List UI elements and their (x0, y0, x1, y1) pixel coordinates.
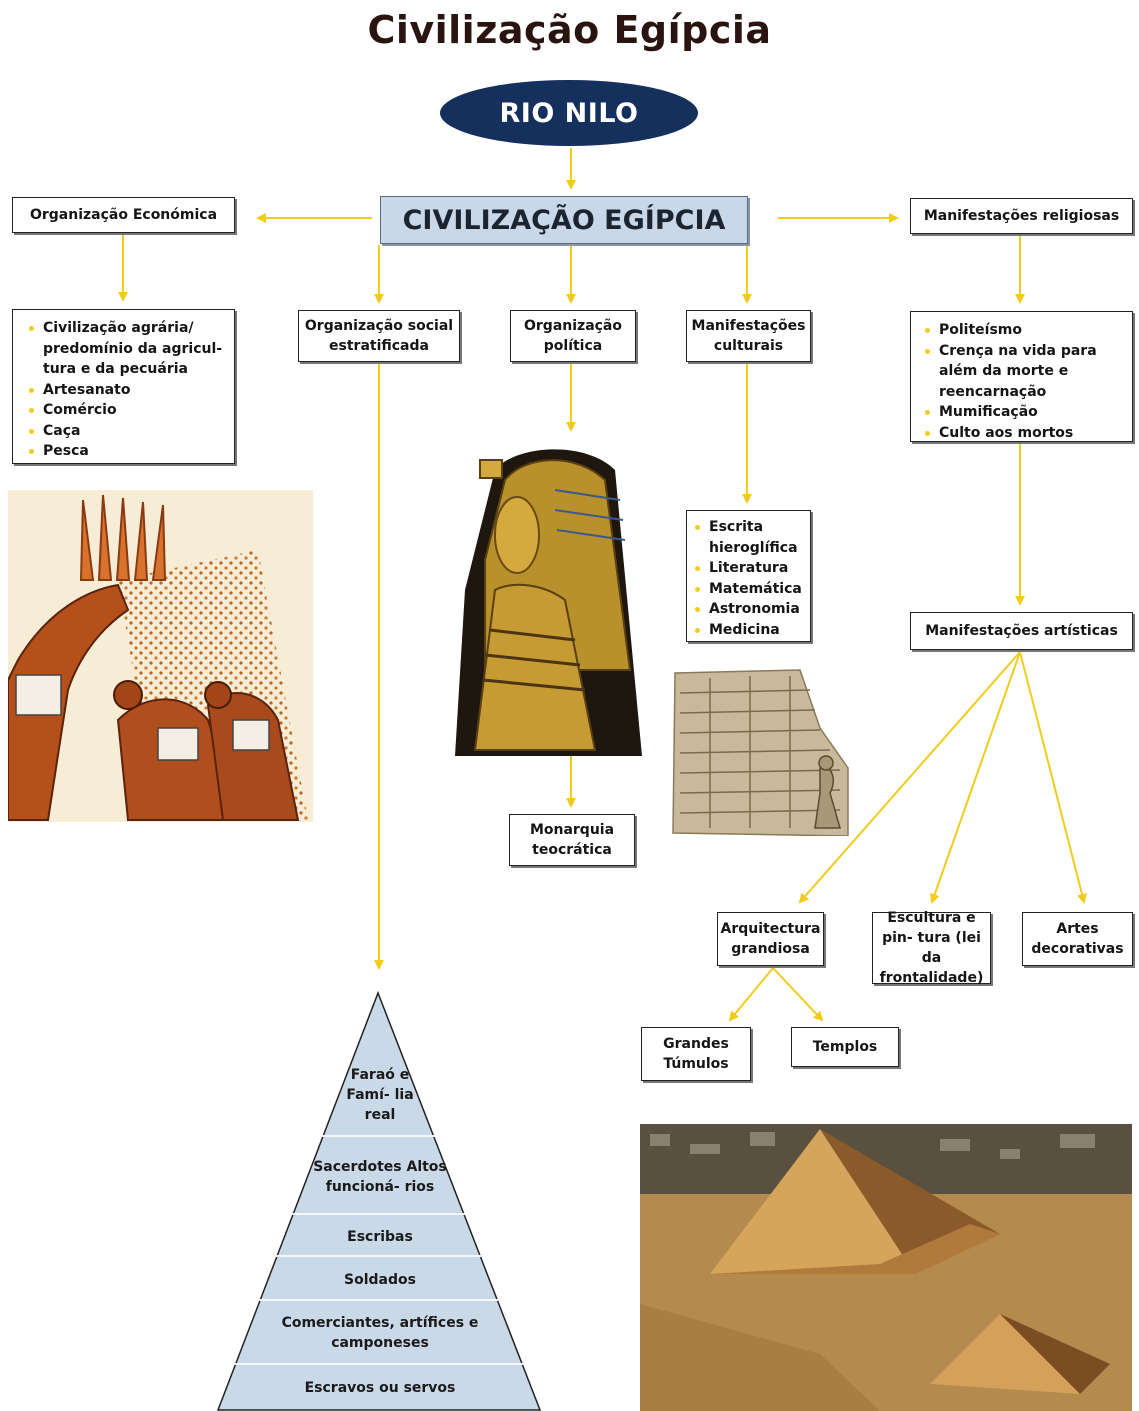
artistic-heading-box: Manifestações artísticas (910, 612, 1133, 650)
religious-item: Politeísmo (923, 320, 1126, 341)
pyramid-level-3: Escribas (347, 1229, 413, 1245)
economic-heading-box: Organização Económica (12, 197, 235, 233)
sculpture-label: Escultura e pin- tura (lei da frontalida… (879, 910, 984, 986)
central-node: CIVILIZAÇÃO EGÍPCIA (380, 196, 748, 244)
tombs-box: Grandes Túmulos (641, 1027, 751, 1081)
tombs-label: Grandes Túmulos (663, 1036, 729, 1072)
political-heading: Organização política (524, 318, 622, 354)
cultural-list: Escrita hieroglífica Literatura Matemáti… (687, 511, 810, 644)
pyramid-shape (216, 990, 542, 1411)
architecture-label: Arquitectura grandiosa (720, 921, 821, 957)
temples-box: Templos (791, 1027, 899, 1067)
artistic-heading: Manifestações artísticas (925, 623, 1118, 639)
monarchy-box: Monarquia teocrática (509, 814, 635, 866)
temples-label: Templos (812, 1039, 878, 1055)
economic-list: Civilização agrária/ predomínio da agric… (13, 310, 234, 468)
pyramid-level-6: Escravos ou servos (304, 1380, 456, 1396)
religious-list: Politeísmo Crença na vida para além da m… (911, 312, 1132, 447)
cultural-heading-box: Manifestações culturais (686, 310, 811, 362)
monarchy-label: Monarquia teocrática (529, 822, 615, 858)
pyramid-level-5: Comerciantes, artífices e camponeses (281, 1315, 479, 1351)
pyramid-level-4: Soldados (344, 1272, 416, 1288)
religious-item: Crença na vida para além da morte e reen… (923, 341, 1126, 403)
arrow-to-temples (772, 967, 824, 1022)
pyramids-photo-image (640, 1124, 1132, 1411)
cultural-item: Literatura (693, 558, 806, 579)
rio-nilo-node: RIO NILO (440, 80, 698, 146)
decorative-arts-label: Artes decorativas (1031, 921, 1124, 957)
arrow-to-architecture (798, 651, 1021, 904)
religious-item: Culto aos mortos (923, 423, 1126, 444)
farmers-painting-image (8, 490, 313, 822)
cultural-item: Matemática (693, 579, 806, 600)
economic-item: Civilização agrária/ predomínio da agric… (27, 318, 226, 380)
arrow-to-sculpture (929, 651, 1021, 904)
cultural-list-box: Escrita hieroglífica Literatura Matemáti… (686, 510, 811, 642)
economic-item: Pesca (27, 441, 226, 462)
economic-list-box: Civilização agrária/ predomínio da agric… (12, 309, 235, 464)
religious-item: Mumificação (923, 402, 1126, 423)
sculpture-box: Escultura e pin- tura (lei da frontalida… (872, 910, 991, 986)
sarcophagus-image (455, 440, 642, 756)
rio-nilo-label: RIO NILO (499, 97, 639, 129)
political-heading-box: Organização política (510, 310, 636, 362)
arrow-to-decorative (1019, 651, 1087, 904)
central-label: CIVILIZAÇÃO EGÍPCIA (402, 204, 726, 236)
page-title: Civilização Egípcia (367, 8, 772, 52)
religious-list-box: Politeísmo Crença na vida para além da m… (910, 311, 1133, 442)
economic-item: Caça (27, 421, 226, 442)
cultural-item: Medicina (693, 620, 806, 641)
hieroglyph-stone-image (670, 668, 850, 836)
social-heading: Organização social estratificada (304, 318, 454, 354)
economic-item: Comércio (27, 400, 226, 421)
cultural-item: Escrita hieroglífica (693, 517, 806, 558)
economic-item: Artesanato (27, 380, 226, 401)
arrow-to-tombs (728, 967, 774, 1022)
pyramid-level-2: Sacerdotes Altos funcioná- rios (313, 1159, 447, 1195)
social-pyramid (216, 990, 542, 1411)
religious-heading-box: Manifestações religiosas (910, 198, 1133, 234)
cultural-item: Astronomia (693, 599, 806, 620)
economic-heading: Organização Económica (29, 207, 218, 223)
pyramid-level-1: Faraó e Famí- lia real (346, 1067, 414, 1123)
cultural-heading: Manifestações culturais (691, 318, 806, 354)
social-heading-box: Organização social estratificada (298, 310, 460, 362)
religious-heading: Manifestações religiosas (923, 208, 1120, 224)
decorative-arts-box: Artes decorativas (1022, 912, 1133, 966)
architecture-box: Arquitectura grandiosa (717, 912, 824, 966)
